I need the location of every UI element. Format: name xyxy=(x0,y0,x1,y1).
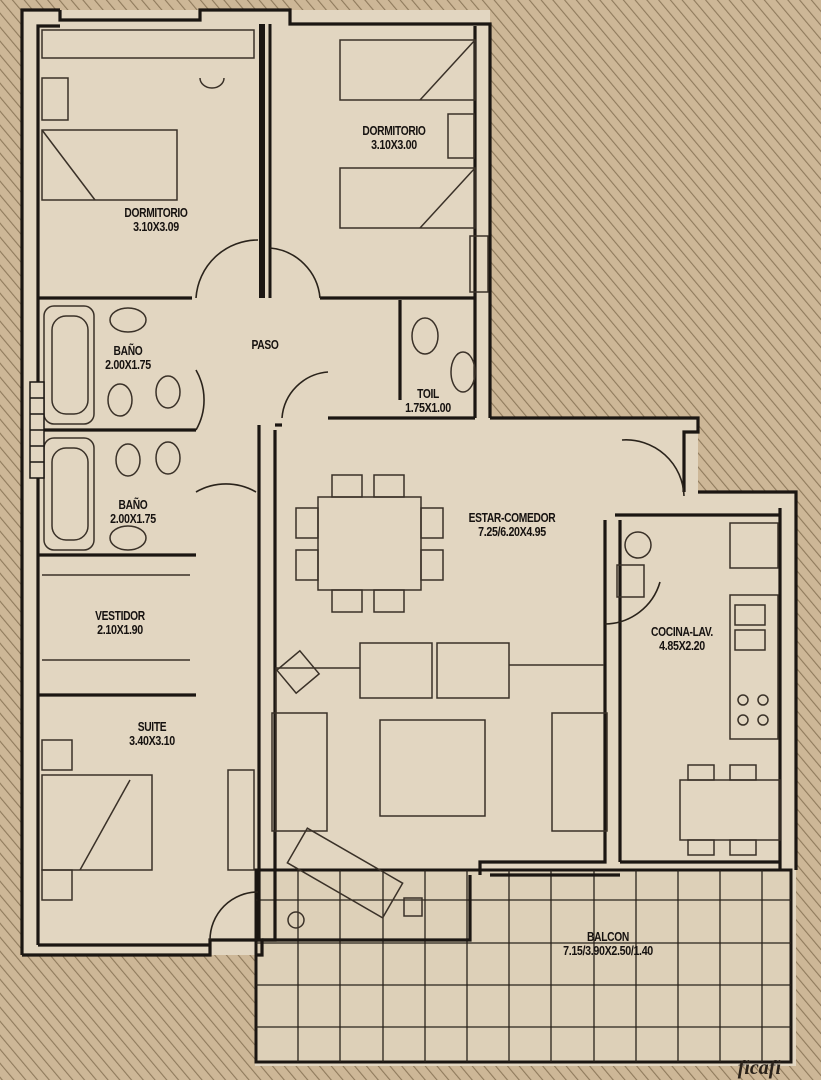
room-label-dormitorio-1: DORMITORIO 3.10X3.09 xyxy=(117,207,194,233)
walls xyxy=(20,8,798,957)
balcony-tiles xyxy=(254,868,793,1064)
room-name: ESTAR-COMEDOR xyxy=(468,511,556,525)
room-name: SUITE xyxy=(137,720,167,734)
room-dims: 4.85X2.20 xyxy=(659,637,705,653)
room-dims: 3.10X3.00 xyxy=(371,136,417,152)
room-label-bano-1: BAÑO 2.00X1.75 xyxy=(100,345,156,371)
room-name: BAÑO xyxy=(113,344,143,358)
room-dims: 2.00X1.75 xyxy=(110,510,156,526)
room-dims: 2.00X1.75 xyxy=(105,356,151,372)
footer-logo-text: ficafi xyxy=(737,1057,781,1079)
room-dims: 7.15/3.90X2.50/1.40 xyxy=(563,942,653,958)
room-name: TOIL xyxy=(417,387,439,401)
room-label-vestidor: VESTIDOR 2.10X1.90 xyxy=(90,610,151,636)
room-label-toil: TOIL 1.75X1.00 xyxy=(400,388,456,414)
interior-area xyxy=(22,10,796,1066)
room-label-bano-2: BAÑO 2.00X1.75 xyxy=(105,499,161,525)
room-dims: 3.10X3.09 xyxy=(133,218,179,234)
furniture xyxy=(41,29,781,929)
room-label-balcon: BALCON 7.15/3.90X2.50/1.40 xyxy=(553,931,663,957)
room-name: DORMITORIO xyxy=(362,124,426,138)
room-label-dormitorio-2: DORMITORIO 3.10X3.00 xyxy=(355,125,432,151)
room-dims: 1.75X1.00 xyxy=(405,399,451,415)
room-name: BAÑO xyxy=(118,498,148,512)
room-label-cocina-lav: COCINA-LAV. 4.85X2.20 xyxy=(644,626,719,652)
room-name: BALCON xyxy=(587,930,629,944)
room-label-paso: PASO xyxy=(249,339,282,352)
room-name: DORMITORIO xyxy=(124,206,188,220)
room-name: VESTIDOR xyxy=(95,609,145,623)
room-name: COCINA-LAV. xyxy=(651,625,713,639)
room-dims: 2.10X1.90 xyxy=(97,621,143,637)
windows xyxy=(29,381,45,479)
room-label-estar-comedor: ESTAR-COMEDOR 7.25/6.20X4.95 xyxy=(459,512,565,538)
room-label-suite: SUITE 3.40X3.10 xyxy=(124,721,180,747)
door-swings xyxy=(195,239,685,941)
room-dims: 7.25/6.20X4.95 xyxy=(478,523,546,539)
room-dims: 3.40X3.10 xyxy=(129,732,175,748)
room-name: PASO xyxy=(251,338,279,352)
